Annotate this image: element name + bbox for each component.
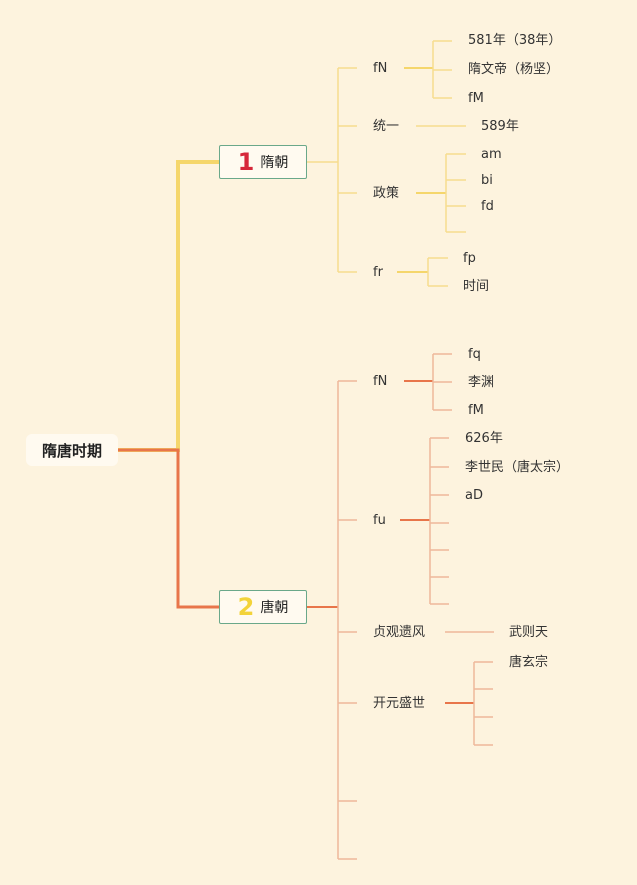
connector-root-sui: [118, 160, 219, 452]
sui-node-fn[interactable]: fN: [373, 61, 388, 76]
tang-connectors: [307, 353, 494, 860]
sui-fr-leaf-2[interactable]: 时间: [463, 279, 490, 294]
branch-sui-label: 隋朝: [260, 155, 289, 171]
sui-fn-leaf-2[interactable]: 隋文帝（杨坚）: [468, 62, 560, 77]
tang-zhenguan-leaf-1[interactable]: 武则天: [509, 625, 549, 640]
tang-fu-leaf-2[interactable]: 李世民（唐太宗）: [465, 460, 570, 475]
tang-fn-leaf-3[interactable]: fM: [468, 403, 484, 418]
sui-fn-leaf-1[interactable]: 581年（38年）: [468, 33, 562, 48]
tang-fn-leaf-2[interactable]: 李渊: [468, 375, 495, 390]
sui-policy-leaf-2[interactable]: bi: [481, 173, 493, 188]
tang-kaiyuan-leaf-1[interactable]: 唐玄宗: [509, 655, 549, 670]
connector-root-tang: [118, 448, 219, 609]
root-node[interactable]: 隋唐时期: [26, 434, 118, 466]
branch-sui[interactable]: 1 隋朝: [219, 145, 307, 179]
sui-policy-leaf-1[interactable]: am: [481, 147, 502, 162]
sui-fn-leaf-3[interactable]: fM: [468, 91, 484, 106]
sui-connectors: [307, 40, 466, 287]
root-label: 隋唐时期: [41, 441, 102, 460]
tang-node-zhenguan[interactable]: 贞观遗风: [373, 625, 426, 640]
tang-node-fn[interactable]: fN: [373, 374, 388, 389]
sui-node-fr[interactable]: fr: [373, 265, 383, 280]
tang-fu-leaf-1[interactable]: 626年: [465, 431, 503, 446]
sui-unify-leaf-1[interactable]: 589年: [481, 119, 519, 134]
branch-tang[interactable]: 2 唐朝: [219, 590, 307, 624]
number-one-badge: 1: [237, 148, 255, 176]
sui-node-policy[interactable]: 政策: [373, 186, 400, 201]
sui-fr-leaf-1[interactable]: fp: [463, 251, 476, 266]
number-two-badge: 2: [237, 593, 255, 621]
branch-tang-label: 唐朝: [260, 600, 289, 616]
tang-node-kaiyuan[interactable]: 开元盛世: [373, 696, 426, 711]
sui-node-unify[interactable]: 统一: [373, 119, 400, 134]
tang-fu-leaf-3[interactable]: aD: [465, 488, 483, 503]
sui-policy-leaf-3[interactable]: fd: [481, 199, 494, 214]
tang-fn-leaf-1[interactable]: fq: [468, 347, 481, 362]
tang-node-fu[interactable]: fu: [373, 513, 386, 528]
